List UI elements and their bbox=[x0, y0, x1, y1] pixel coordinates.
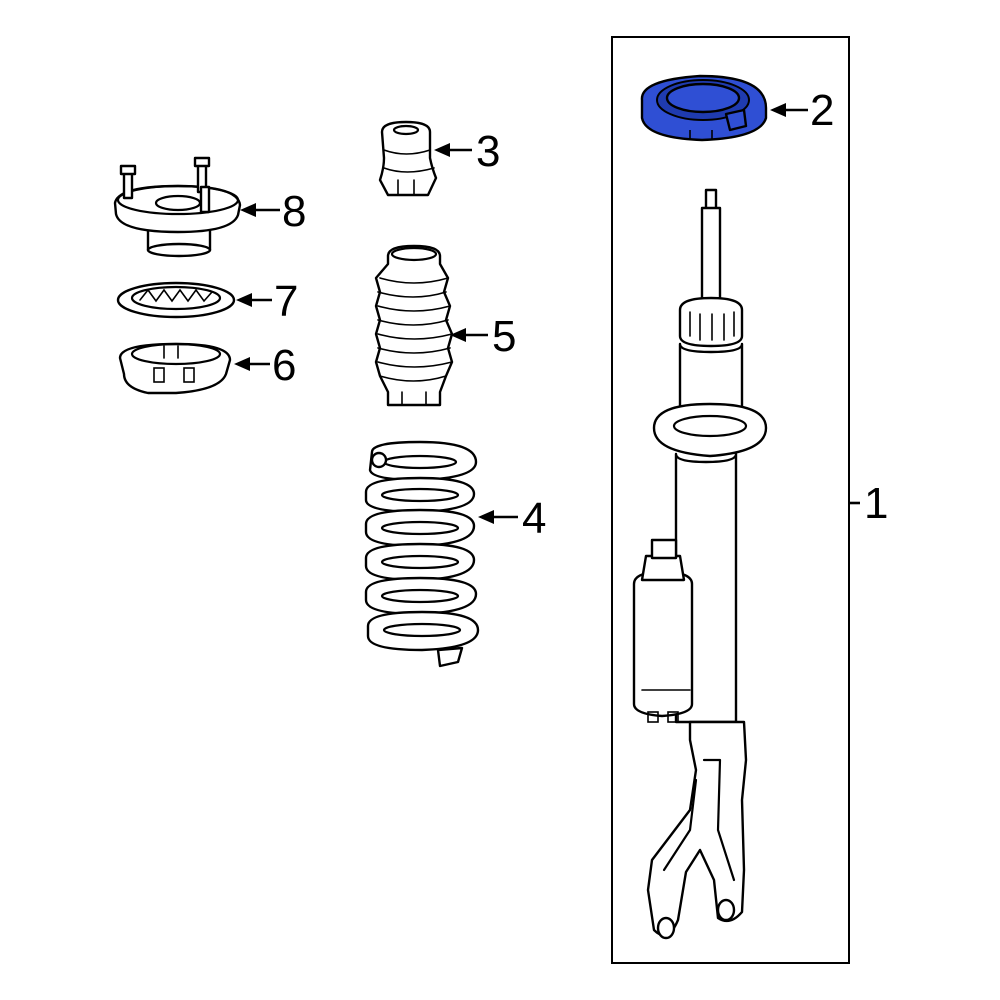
part-4-coil-spring[interactable] bbox=[364, 440, 480, 668]
callout-label-2: 2 bbox=[810, 86, 834, 135]
callout-label-1: 1 bbox=[864, 479, 888, 528]
callout-2: 2 bbox=[770, 86, 834, 135]
callout-8: 8 bbox=[240, 187, 306, 236]
callout-label-3: 3 bbox=[476, 127, 500, 176]
callout-label-7: 7 bbox=[274, 277, 298, 326]
part-6-spring-seat[interactable] bbox=[118, 342, 232, 395]
part-2-spring-isolator[interactable] bbox=[640, 74, 768, 142]
assembly-frame bbox=[611, 36, 850, 964]
callout-5: 5 bbox=[450, 312, 516, 361]
part-8-strut-mount[interactable] bbox=[113, 156, 242, 258]
callout-1: 1 bbox=[849, 479, 888, 528]
callout-label-8: 8 bbox=[282, 187, 306, 236]
callout-6: 6 bbox=[234, 341, 296, 390]
callout-4: 4 bbox=[478, 494, 546, 543]
part-1-strut-assembly[interactable] bbox=[632, 188, 768, 940]
callout-7: 7 bbox=[236, 277, 298, 326]
callout-label-6: 6 bbox=[272, 341, 296, 390]
part-5-dust-boot[interactable] bbox=[374, 244, 454, 407]
callout-label-4: 4 bbox=[522, 494, 546, 543]
callout-label-5: 5 bbox=[492, 312, 516, 361]
part-3-bump-stop[interactable] bbox=[378, 120, 438, 197]
callout-3: 3 bbox=[434, 127, 500, 176]
part-7-spring-pad[interactable] bbox=[116, 281, 236, 319]
